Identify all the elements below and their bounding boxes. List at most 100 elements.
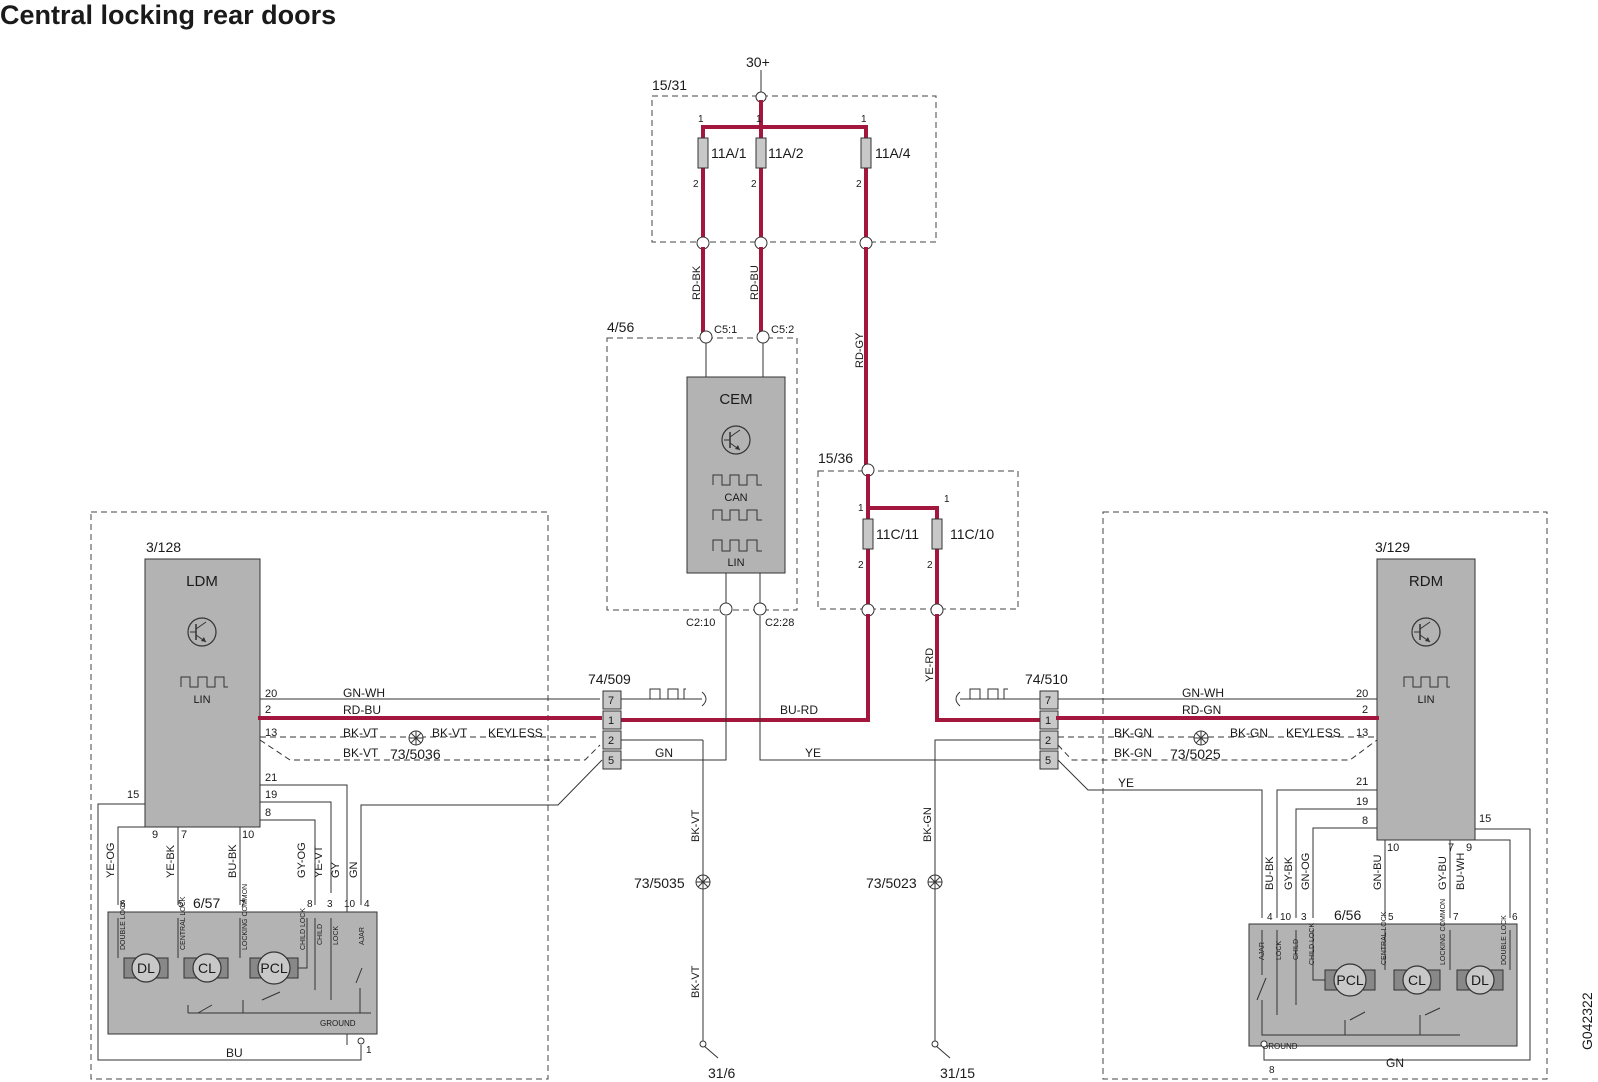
wire-gn: GN bbox=[348, 861, 360, 878]
splice-right-ground: 73/5023 bbox=[866, 875, 917, 891]
pin-label: 19 bbox=[1356, 796, 1368, 808]
fuse-11a4 bbox=[860, 137, 872, 169]
wire-keyless: KEYLESS bbox=[1286, 726, 1341, 740]
ground-right: 31/15 bbox=[940, 1065, 975, 1081]
wire-bk-vt: BK-VT bbox=[343, 726, 379, 740]
cem-box: 4/56 C5:1 C5:2 CEM CAN LIN C2:10 C2:28 bbox=[606, 319, 798, 629]
pin-label: 6 bbox=[120, 899, 126, 910]
cem-box-label: 4/56 bbox=[607, 319, 634, 335]
pin-label: 2 bbox=[751, 179, 757, 190]
pin-label: 5 bbox=[1388, 912, 1394, 923]
wire-bu-bk: BU-BK bbox=[227, 844, 239, 878]
motor-cl-icon bbox=[192, 953, 222, 983]
pin-label: 6 bbox=[1512, 912, 1518, 923]
pin-label: 8 bbox=[1362, 815, 1368, 827]
pin-label: 9 bbox=[1466, 842, 1472, 854]
ground-left: 31/6 bbox=[708, 1065, 735, 1081]
page-title: Central locking rear doors bbox=[0, 0, 337, 30]
wire-gn-wh: GN-WH bbox=[343, 686, 385, 700]
pin-label: 5 bbox=[608, 755, 614, 767]
motor-label: CL bbox=[1408, 972, 1426, 988]
pulse-icon bbox=[969, 688, 1008, 700]
splice-left-ground: 73/5035 bbox=[634, 875, 685, 891]
left-lock-label: 6/57 bbox=[193, 895, 220, 911]
pin-label: 8 bbox=[1269, 1065, 1275, 1076]
wire-bk-gn: BK-GN bbox=[922, 807, 934, 842]
pin-label: 2 bbox=[1045, 735, 1051, 747]
pulse-icon bbox=[649, 688, 686, 700]
function-label: LOCK bbox=[333, 926, 340, 945]
pin-label: 15 bbox=[1479, 813, 1491, 825]
wire-gn: GN bbox=[1386, 1056, 1404, 1070]
wire-gn-bu: GN-BU bbox=[1372, 855, 1384, 891]
fuse-11a1-label: 11A/1 bbox=[711, 145, 747, 161]
right-lock-ground: GROUND bbox=[1262, 1042, 1298, 1051]
pin-label: 4 bbox=[1267, 912, 1273, 923]
function-label: CHILD LOCK bbox=[300, 908, 307, 950]
function-label: DOUBLE LOCK bbox=[120, 900, 127, 950]
motor-label: PCL bbox=[1336, 972, 1363, 988]
pin-label: 7 bbox=[1453, 912, 1459, 923]
wire-bk-gn: BK-GN bbox=[1230, 726, 1268, 740]
cem-module-name: CEM bbox=[719, 391, 752, 408]
pin-label: 10 bbox=[1280, 912, 1292, 923]
wire-ye-og: YE-OG bbox=[105, 843, 117, 878]
splice-icon bbox=[408, 730, 424, 746]
pin-label: 4 bbox=[364, 899, 370, 910]
fuse-11c10 bbox=[931, 518, 943, 550]
fuse-11a2 bbox=[755, 137, 767, 169]
pin-label: C2:28 bbox=[765, 617, 794, 629]
pin-label: 21 bbox=[1356, 776, 1368, 788]
supply-label: 30+ bbox=[746, 54, 770, 70]
rdm-module bbox=[1376, 558, 1476, 841]
fuse-box-lower: 15/36 11C/11 11C/10 1 1 2 2 bbox=[817, 450, 1019, 617]
right-lock-label: 6/56 bbox=[1334, 907, 1361, 923]
function-label: CHILD bbox=[317, 924, 324, 945]
pin-label: 1 bbox=[698, 114, 704, 125]
wire-ye-bk: YE-BK bbox=[165, 844, 177, 878]
pin-label: C2:10 bbox=[686, 617, 715, 629]
connector-74-510-label: 74/510 bbox=[1025, 671, 1068, 687]
wire-gy-bu: GY-BU bbox=[1437, 856, 1449, 890]
pin-label: 19 bbox=[265, 789, 277, 801]
wire-rd-gn: RD-GN bbox=[1182, 703, 1221, 717]
pin-label: 3 bbox=[1301, 912, 1307, 923]
splice-left-keyless: 73/5036 bbox=[390, 746, 441, 762]
wire-bk-gn: BK-GN bbox=[1114, 726, 1152, 740]
wire-bu: BU bbox=[226, 1046, 243, 1060]
splice-icon bbox=[927, 874, 943, 890]
wire-rd-bu: RD-BU bbox=[343, 703, 381, 717]
motor-dl-icon bbox=[1465, 965, 1495, 995]
pulse-icon bbox=[712, 474, 762, 486]
motor-label: DL bbox=[1471, 972, 1489, 988]
pin-label: 9 bbox=[152, 829, 158, 841]
function-label: AJAR bbox=[359, 927, 366, 945]
pin-label: 2 bbox=[1362, 704, 1368, 716]
connector-74-509: 74/509 7 1 2 5 bbox=[588, 671, 631, 770]
wire-gy-og: GY-OG bbox=[296, 842, 308, 878]
function-label: LOCK bbox=[1276, 941, 1283, 960]
pin-label: 2 bbox=[608, 735, 614, 747]
wire-bk-vt: BK-VT bbox=[690, 965, 702, 998]
pin-label: 5 bbox=[1045, 755, 1051, 767]
wire-gy-bk: GY-BK bbox=[1283, 856, 1295, 890]
pin-label: 1 bbox=[756, 114, 762, 125]
ldm-lin-label: LIN bbox=[193, 694, 210, 706]
left-module-label: 3/128 bbox=[146, 539, 181, 555]
pin-label: C5:2 bbox=[771, 324, 794, 336]
fuse-11c11 bbox=[862, 518, 874, 550]
pulse-icon bbox=[1403, 676, 1450, 688]
motor-pcl-icon bbox=[1333, 963, 1367, 997]
connector-74-510: 74/510 7 1 2 5 bbox=[1025, 671, 1068, 770]
wire-ye: YE bbox=[1118, 776, 1134, 790]
right-module-label: 3/129 bbox=[1375, 539, 1410, 555]
pin-label: 1 bbox=[858, 503, 864, 514]
wire-ye: YE bbox=[805, 746, 821, 760]
wire-rd-bk: RD-BK bbox=[691, 265, 703, 300]
pin-label: 7 bbox=[181, 829, 187, 841]
pin-label: 2 bbox=[927, 560, 933, 571]
wire-bk-vt: BK-VT bbox=[432, 726, 468, 740]
pulse-icon bbox=[180, 676, 228, 688]
splice-icon bbox=[695, 874, 711, 890]
pulse-icon bbox=[712, 539, 762, 552]
